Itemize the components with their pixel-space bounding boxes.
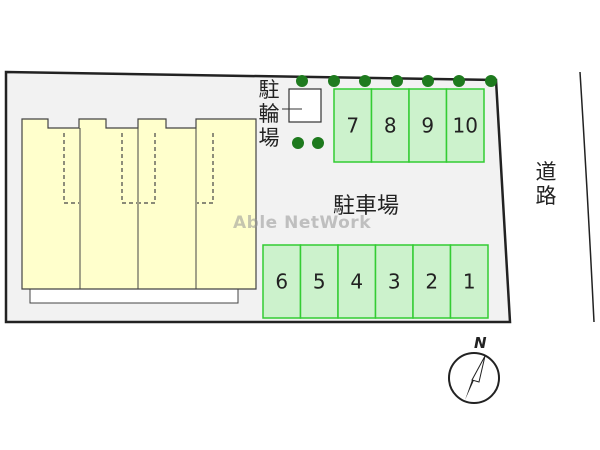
compass-needle-light	[471, 355, 486, 383]
tree	[296, 75, 308, 87]
unit-outline-dashed	[121, 133, 137, 204]
tree	[359, 75, 371, 87]
parking-space-number: 3	[388, 270, 401, 294]
road-label: 道 路	[535, 160, 557, 208]
parking-space	[445, 88, 485, 163]
building-body	[21, 118, 257, 290]
unit-outline-dashed	[197, 133, 214, 204]
bicycle-parking-label: 駐 輪 場	[258, 78, 280, 150]
parking-space	[262, 244, 302, 319]
parking-space	[333, 88, 373, 163]
parking-space-number: 6	[275, 270, 288, 294]
parking-space-number: 9	[421, 114, 434, 138]
parking-space	[449, 244, 489, 319]
tree-row	[292, 75, 497, 149]
tree	[312, 137, 324, 149]
apartment-building	[21, 118, 257, 304]
parking-space	[412, 244, 452, 319]
road-edge	[579, 71, 595, 323]
tree	[292, 137, 304, 149]
parking-space-number: 10	[453, 114, 478, 138]
parking-space-number: 5	[313, 270, 326, 294]
north-label: N	[474, 334, 487, 352]
watermark: Able NetWork	[233, 213, 371, 233]
tree	[485, 75, 497, 87]
tree	[328, 75, 340, 87]
parking-space-number: 1	[463, 270, 476, 294]
parking-space-number: 8	[384, 114, 397, 138]
tree	[391, 75, 403, 87]
parking-space-number: 4	[350, 270, 363, 294]
parking-space	[299, 244, 339, 319]
building-balcony	[29, 288, 239, 304]
tree	[453, 75, 465, 87]
unit-outline-dashed	[139, 133, 156, 204]
unit-outline-dashed	[63, 133, 79, 204]
north-compass: N	[448, 334, 500, 404]
tree	[422, 75, 434, 87]
parking-space-number: 2	[425, 270, 438, 294]
parking-space	[370, 88, 410, 163]
parking-space	[337, 244, 377, 319]
parking-space-number: 7	[346, 114, 359, 138]
parking-lot-label: 駐車場	[332, 194, 399, 219]
bicycle-parking-box	[288, 88, 322, 123]
